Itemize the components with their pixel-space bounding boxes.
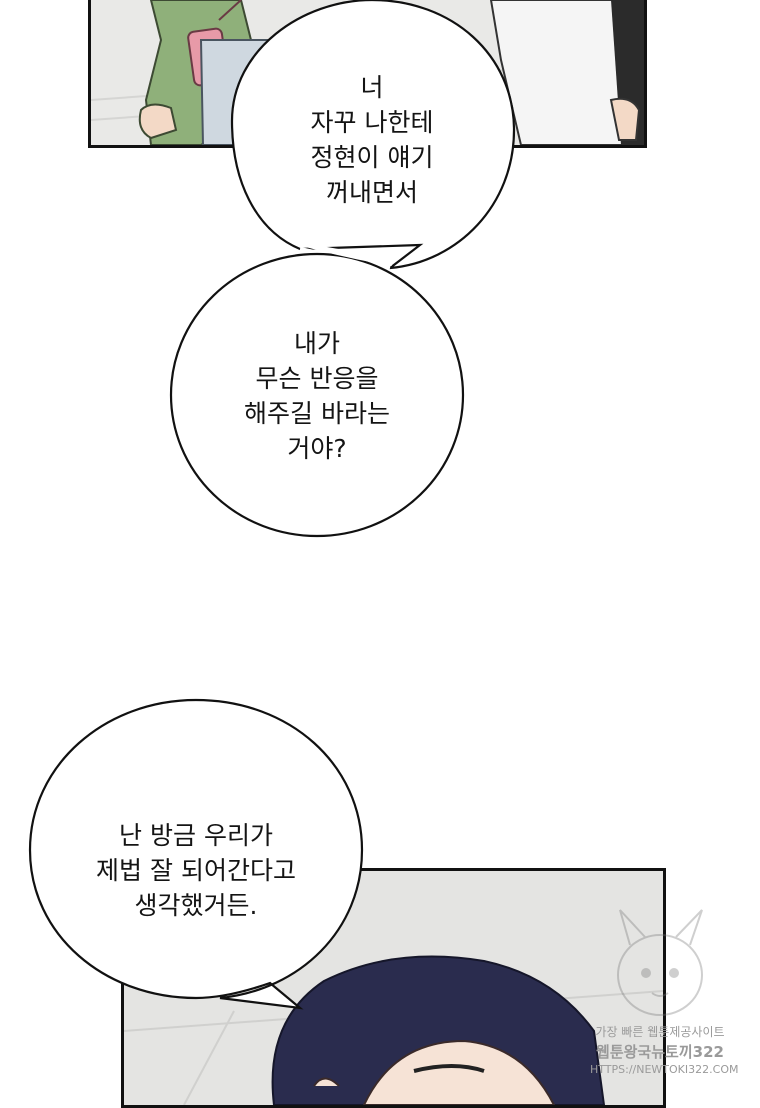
watermark-line-3: HTTPS://NEWTOKI322.COM (590, 1063, 739, 1076)
bubble-2-line-1: 내가 (293, 329, 340, 358)
bubble-3-line-1: 난 방금 우리가 (119, 821, 273, 850)
speech-bubble-2 (169, 252, 465, 538)
watermark-line-1: 가장 빠른 웹툰제공사이트 (595, 1025, 725, 1039)
speech-bubble-3 (28, 698, 364, 1010)
bubble-1-line-2: 자꾸 나한테 (310, 108, 434, 137)
bubble-1-line-3: 정현이 얘기 (310, 143, 434, 172)
speech-bubble-1 (230, 0, 516, 270)
bubble-1-line-4: 꺼내면서 (325, 178, 418, 207)
watermark-line-2: 웹툰왕국뉴토끼322 (596, 1043, 724, 1061)
bubble-2-line-3: 해주길 바라는 (244, 399, 390, 428)
bubble-2-line-4: 거야? (287, 434, 347, 463)
bubble-2-line-2: 무슨 반응을 (255, 364, 379, 393)
mascot-icon (617, 909, 703, 1016)
bubble-1-text: 너 자꾸 나한테 정현이 얘기 꺼내면서 (282, 70, 462, 210)
bubble-3-line-2: 제법 잘 되어간다고 (96, 856, 296, 885)
bubble-2-text: 내가 무슨 반응을 해주길 바라는 거야? (222, 326, 412, 466)
bubble-3-text: 난 방금 우리가 제법 잘 되어간다고 생각했거든. (66, 818, 326, 923)
bubble-1-line-1: 너 (360, 73, 384, 102)
bubble-3-line-3: 생각했거든. (134, 891, 258, 920)
site-watermark: 가장 빠른 웹툰제공사이트 웹툰왕국뉴토끼322 HTTPS://NEWTOKI… (590, 905, 739, 1085)
